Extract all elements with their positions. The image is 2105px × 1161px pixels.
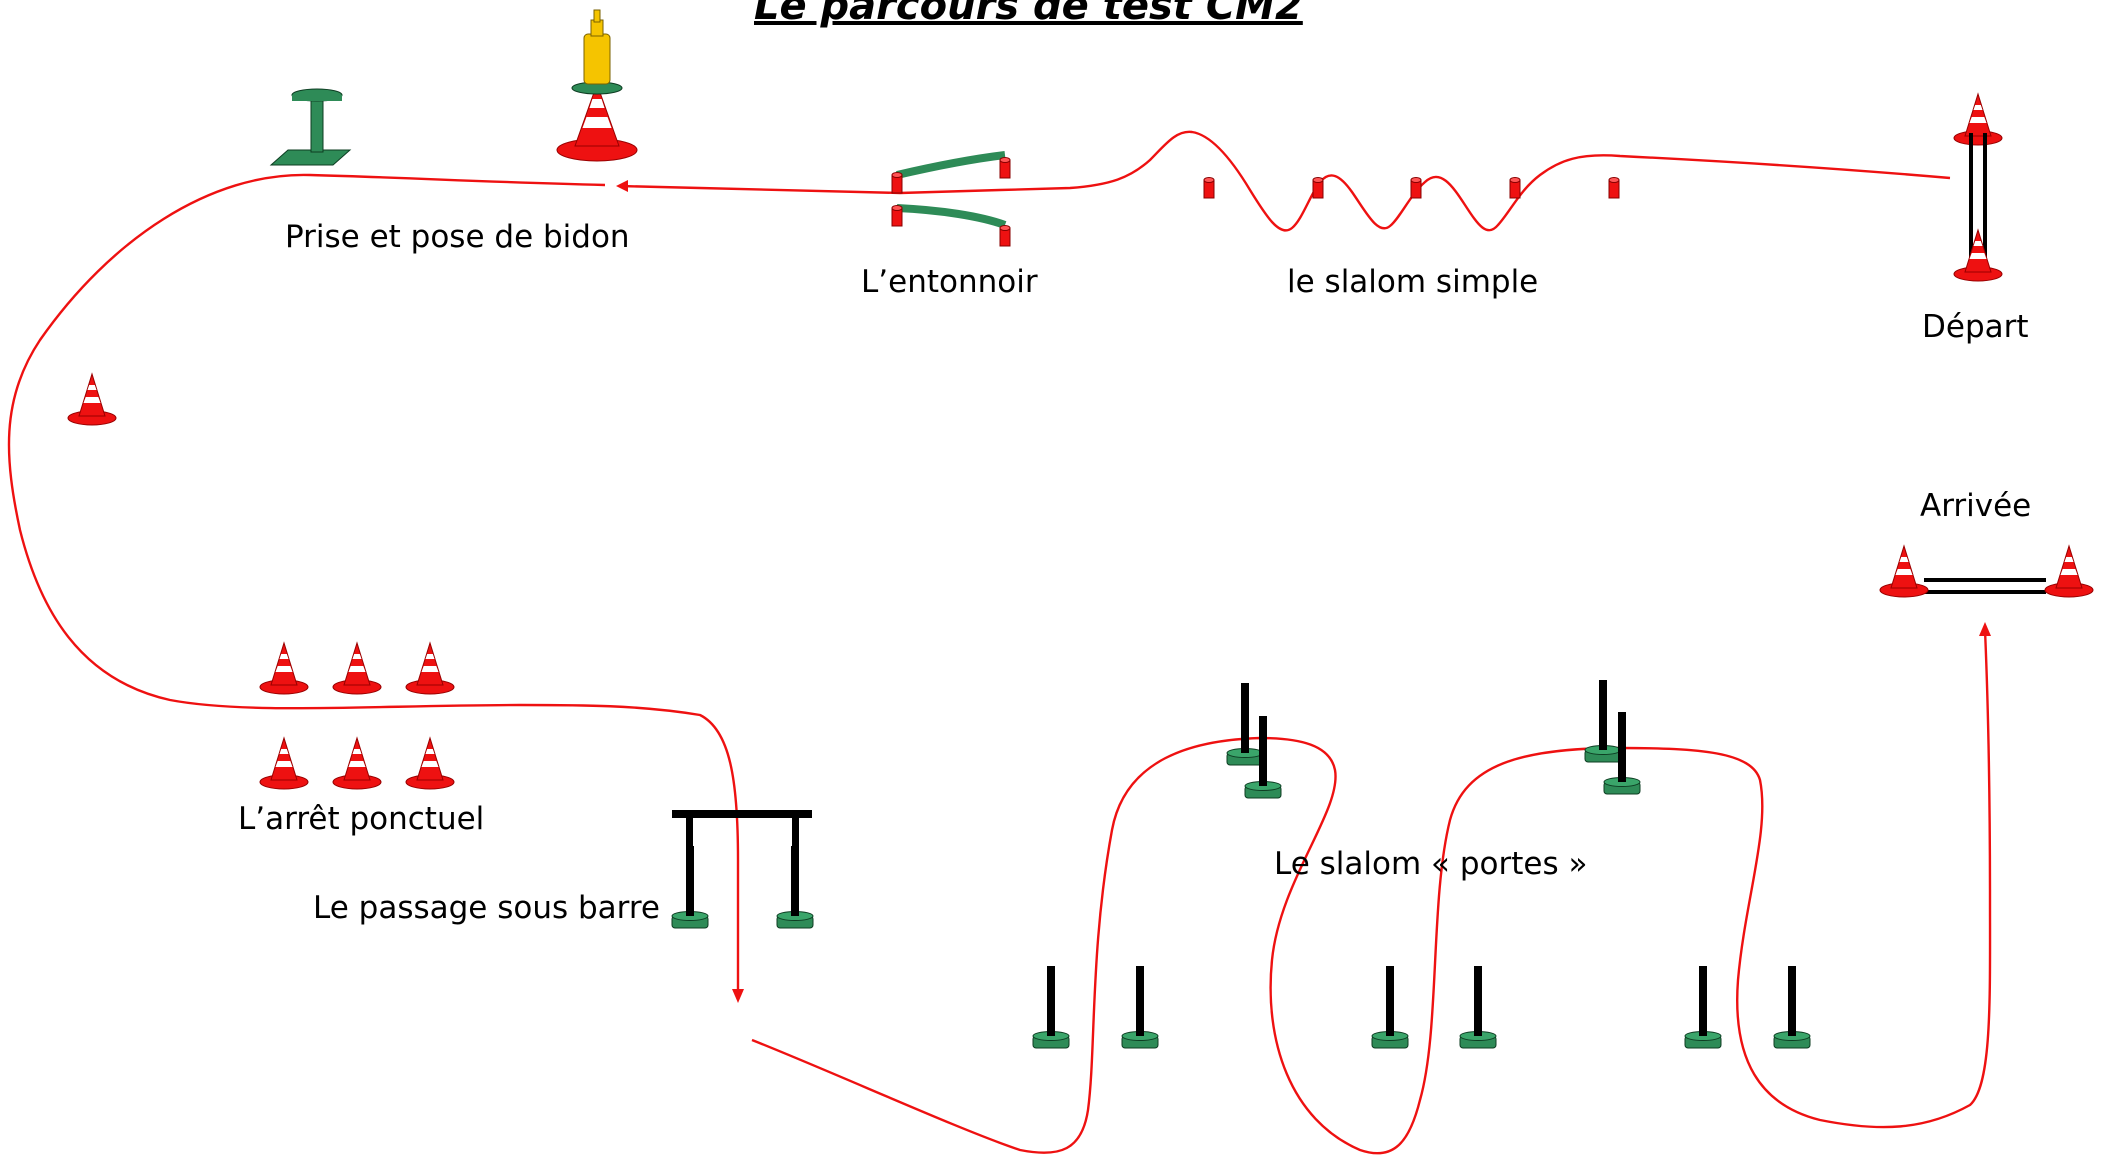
cone-with-bottle [556,9,638,162]
label-slalom-simple: le slalom simple [1287,264,1539,300]
route-path [7,130,1992,1155]
arrowhead-arrivee [1979,622,1991,636]
post-icon [269,88,352,166]
page-title: Le parcours de test CM2 [754,0,1303,29]
label-passage: Le passage sous barre [313,890,661,926]
arrowhead-bidon [616,180,628,192]
label-arret: L’arrêt ponctuel [238,801,485,837]
simple-slalom-markers [1203,177,1620,199]
cone-icon [67,373,117,426]
label-prise-pose: Prise et pose de bidon [285,219,630,255]
stop-cones [259,642,455,790]
gate-slalom-bottom [1032,965,1811,1049]
label-entonnoir: L’entonnoir [861,264,1038,300]
label-slalom-portes: Le slalom « portes » [1274,846,1588,882]
label-arrivee: Arrivée [1920,488,2032,524]
funnel-obstacle [891,151,1011,247]
bar-obstacle [671,810,814,929]
depart-gate [1953,93,2003,282]
arrowhead-passage [732,989,744,1003]
label-depart: Départ [1922,309,2029,345]
bottle-icon [583,9,611,85]
arrivee-gate [1879,545,2094,598]
